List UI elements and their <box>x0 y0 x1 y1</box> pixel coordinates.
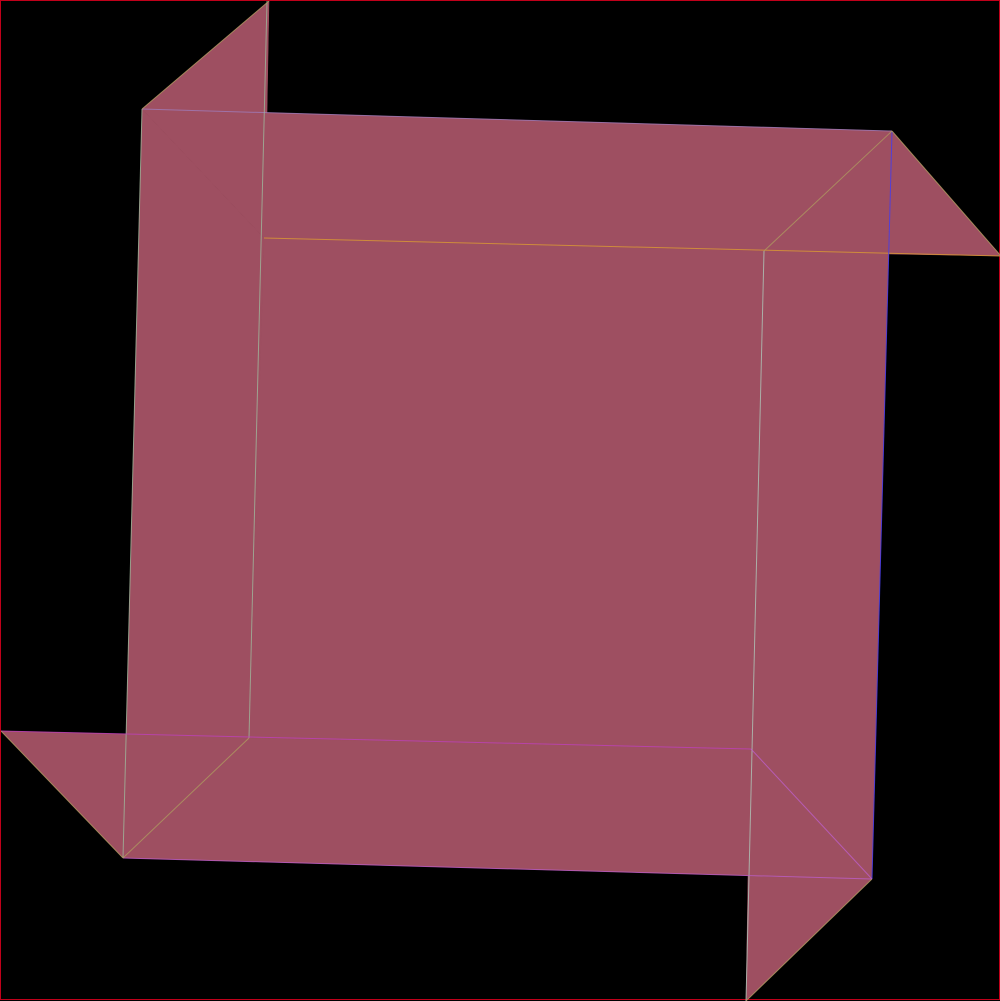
bottom-inner-edge <box>1 730 752 750</box>
inner-face <box>248 237 765 750</box>
bottom-outer-edge <box>122 857 873 880</box>
left-outer-edge <box>122 108 143 859</box>
top-inner-edge <box>263 237 1000 257</box>
bottom-flap-face <box>122 737 873 880</box>
top-outer-edge <box>141 108 893 132</box>
bottom-right-tab-edge <box>745 878 873 1001</box>
bottom-left-tab-edge <box>1 730 124 859</box>
right-outer-edge <box>871 130 893 880</box>
bottom-left-diagonal <box>122 737 250 859</box>
bottom-right-diagonal <box>750 748 873 880</box>
top-right-tab-edge <box>891 130 1000 256</box>
left-inner-edge <box>248 1 268 739</box>
top-right-diagonal <box>763 130 893 252</box>
top-right-tab <box>887 130 1000 257</box>
top-left-diagonal <box>141 1 270 110</box>
